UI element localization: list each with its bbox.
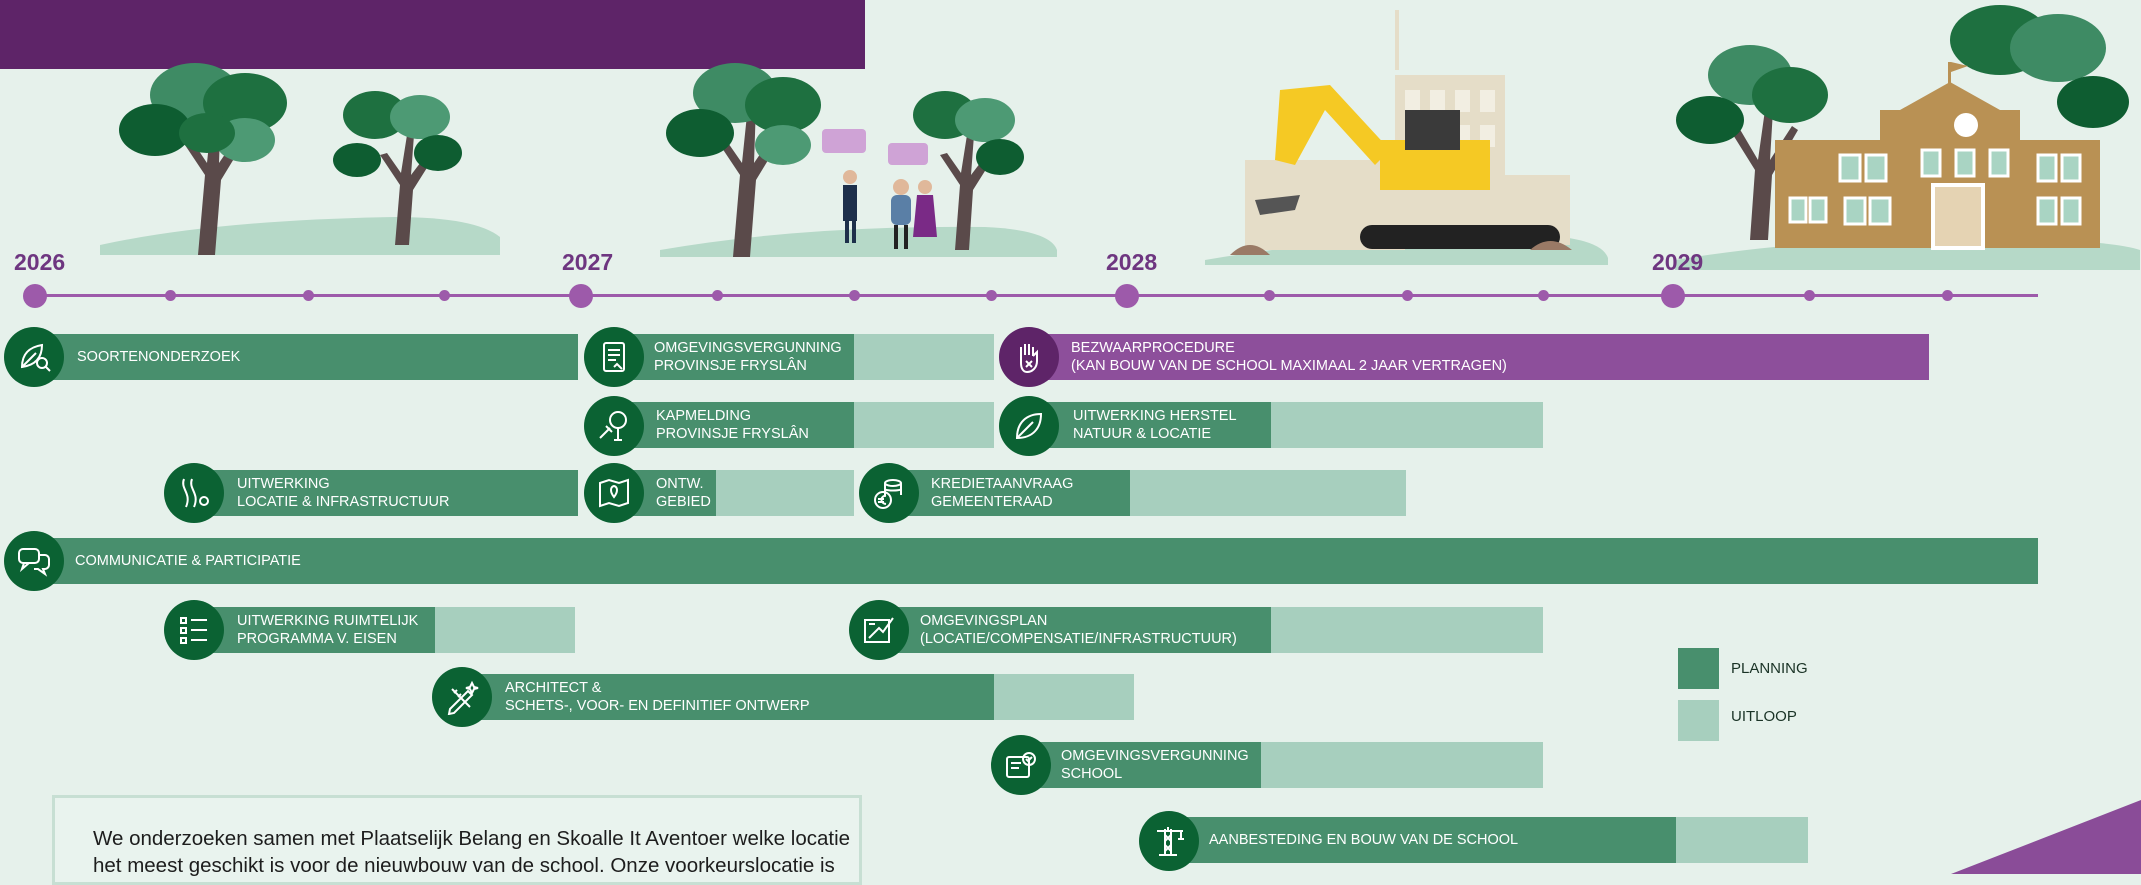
year-label-2028: 2028 [1106,249,1158,275]
task-label: LOCATIE & INFRASTRUCTUUR [237,494,450,510]
timeline-marker-2026 [23,284,47,308]
task-icon-circle [999,327,1059,387]
map-pin-icon [599,478,629,508]
task-label: OMGEVINGSVERGUNNING [1061,748,1249,764]
legend-swatch-planning [1678,648,1719,689]
crane-icon [1157,827,1184,856]
task-icon-circle [4,327,64,387]
timeline-tick [986,290,997,301]
coins-euro-icon [874,479,902,509]
task-label: (LOCATIE/COMPENSATIE/INFRASTRUCTUUR) [920,631,1237,647]
intro-text-box: We onderzoeken samen met Plaatselijk Bel… [52,795,862,885]
task-icon-circle [164,600,224,660]
task-bar-kapmelding: KAPMELDING PROVINSJE FRYSLÂN [612,402,994,448]
task-bar-communicatie: COMMUNICATIE & PARTICIPATIE [32,538,2038,584]
timeline-marker-2028 [1115,284,1139,308]
school-illustration [1675,5,2140,270]
task-bar-uitwerking-ruimtelijk: UITWERKING RUIMTELIJK PROGRAMMA V. EISEN [194,607,575,653]
task-icon-circle [584,463,644,523]
house-check-icon [1006,752,1036,778]
timeline-marker-2029 [1661,284,1685,308]
year-label-2027: 2027 [562,249,614,275]
task-icon-circle [432,667,492,727]
timeline-tick [1804,290,1815,301]
task-label: ONTW. [656,476,704,492]
task-label: GEBIED [656,494,711,510]
task-bar-ontw-gebied: ONTW. GEBIED [612,470,854,516]
task-icon-circle [584,327,644,387]
blueprint-icon [864,617,894,643]
task-label: UITWERKING HERSTEL [1073,408,1237,424]
task-label: COMMUNICATIE & PARTICIPATIE [75,553,301,569]
task-label: UITWERKING RUIMTELIJK [237,613,419,629]
task-bar-bezwaarprocedure: BEZWAARPROCEDURE (KAN BOUW VAN DE SCHOOL … [1028,334,1929,380]
task-icon-circle [164,463,224,523]
year-label-2029: 2029 [1652,249,1704,275]
task-label: SCHOOL [1061,766,1123,782]
excavator-illustration [1205,10,1608,265]
timeline-tick [712,290,723,301]
hand-stop-icon [1020,344,1038,374]
task-bar-architect: ARCHITECT & SCHETS-, VOOR- EN DEFINITIEF … [462,674,1134,720]
task-bar-uitwerking-herstel: UITWERKING HERSTEL NATUUR & LOCATIE [1028,402,1543,448]
task-label: SOORTENONDERZOEK [77,349,241,365]
task-label: OMGEVINGSVERGUNNING [654,340,842,356]
task-bar-omgevingsvergunning-school: OMGEVINGSVERGUNNING SCHOOL [1023,742,1543,788]
task-label: ARCHITECT & [505,680,602,696]
task-icon-circle [584,396,644,456]
year-label-2026: 2026 [14,249,66,275]
task-icon-circle [849,600,909,660]
task-label: NATUUR & LOCATIE [1073,426,1212,442]
leaf-icon [1015,412,1043,440]
road-icon [182,478,209,508]
legend-label-planning: PLANNING [1731,660,1808,677]
task-icon-circle [4,531,64,591]
task-icon-circle [991,735,1051,795]
timeline-tick [165,290,176,301]
task-label: KREDIETAANVRAAG [931,476,1074,492]
header-band [0,0,865,69]
task-bar-uitwerking-locatie: UITWERKING LOCATIE & INFRASTRUCTUUR [194,470,578,516]
pencil-ruler-icon [447,680,479,715]
task-icon-circle [1139,811,1199,871]
timeline-axis [32,294,2038,297]
task-label: KAPMELDING [656,408,752,424]
trees-illustration-left [100,63,500,255]
intro-text: We onderzoeken samen met Plaatselijk Bel… [93,827,851,877]
task-label: SCHETS-, VOOR- EN DEFINITIEF ONTWERP [505,698,810,714]
tree-axe-icon [599,411,627,441]
timeline-tick [1402,290,1413,301]
task-bar-omgevingsplan: OMGEVINGSPLAN (LOCATIE/COMPENSATIE/INFRAS… [878,607,1543,653]
corner-decoration [1951,800,2141,874]
timeline-tick [1942,290,1953,301]
timeline-tick [849,290,860,301]
timeline-tick [303,290,314,301]
legend-label-uitloop: UITLOOP [1731,708,1797,725]
task-icon-circle [999,396,1059,456]
task-bar-aanbesteding: AANBESTEDING EN BOUW VAN DE SCHOOL [1170,817,1808,863]
leaf-magnifier-icon [20,343,51,372]
task-label: PROVINSJE FRYSLÂN [656,426,809,442]
task-label: PROGRAMMA V. EISEN [237,631,397,647]
timeline-marker-2027 [569,284,593,308]
task-icon-circle [859,463,919,523]
task-bar-soortenonderzoek: SOORTENONDERZOEK [32,334,578,380]
task-bar-omgevingsvergunning-provinsje: OMGEVINGSVERGUNNING PROVINSJE FRYSLÂN [612,334,994,380]
chat-bubbles-icon [18,548,50,577]
task-label: OMGEVINGSPLAN [920,613,1048,629]
legend-swatch-uitloop [1678,700,1719,741]
task-bar-kredietaanvraag: KREDIETAANVRAAG GEMEENTERAAD [888,470,1406,516]
timeline-tick [439,290,450,301]
document-icon [603,342,625,372]
task-label: AANBESTEDING EN BOUW VAN DE SCHOOL [1209,832,1519,848]
timeline-tick [1538,290,1549,301]
checklist-icon [180,617,207,644]
trees-people-illustration [660,63,1057,257]
task-label: (KAN BOUW VAN DE SCHOOL MAXIMAAL 2 JAAR … [1071,358,1507,374]
task-label: PROVINSJE FRYSLÂN [654,358,807,374]
task-label: UITWERKING [237,476,330,492]
timeline-tick [1264,290,1275,301]
task-label: GEMEENTERAAD [931,494,1053,510]
task-label: BEZWAARPROCEDURE [1071,340,1235,356]
